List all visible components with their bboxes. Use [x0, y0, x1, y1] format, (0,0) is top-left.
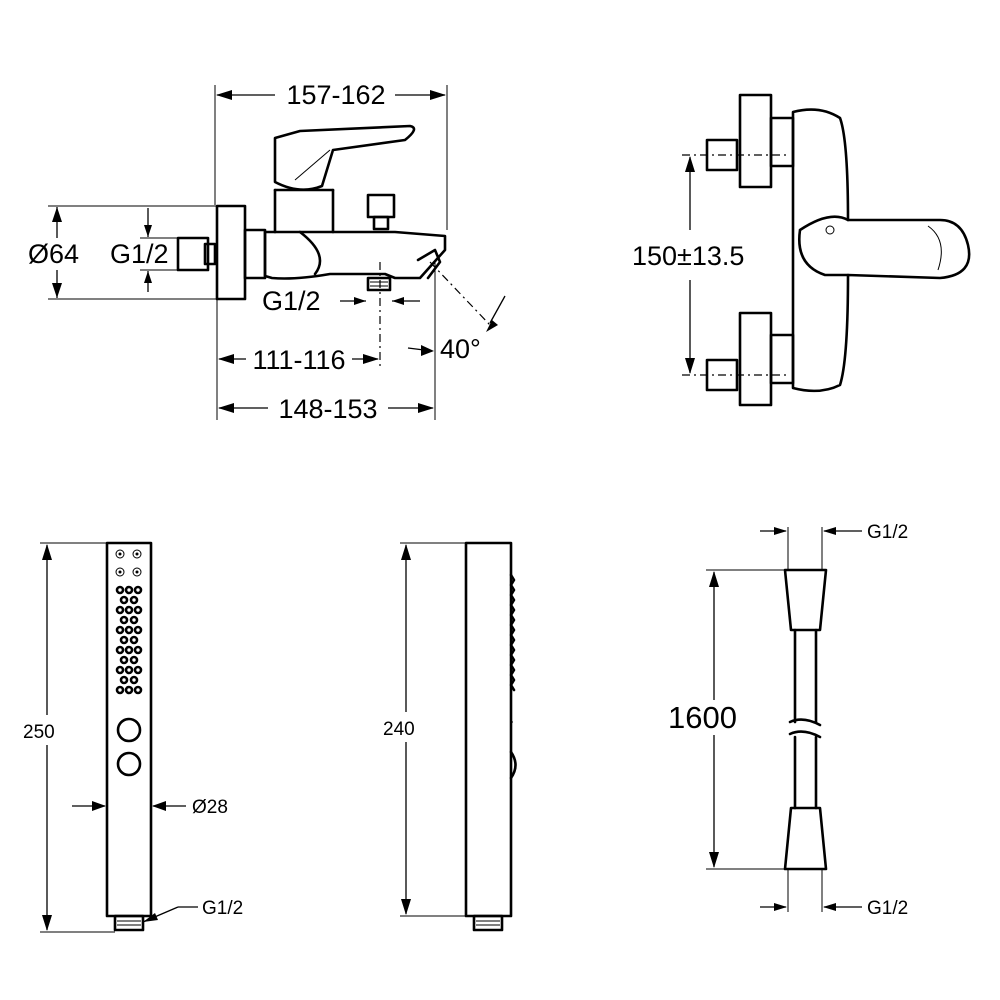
- dim-outlet-offset: 111-116: [216, 300, 379, 420]
- dim-spout-depth: 148-153: [218, 262, 436, 424]
- dim-width-total: 157-162: [214, 80, 448, 230]
- dim-handshower-length: 250: [23, 542, 115, 933]
- handshower-front-drawing: [105, 541, 153, 932]
- handshower-length-label: 250: [23, 722, 55, 743]
- dim-outlet-thread: G1/2: [262, 262, 420, 370]
- centers-label: 150±13.5: [632, 241, 744, 271]
- handshower-thread-label: G1/2: [202, 898, 243, 919]
- hose-view: G1/2 1600: [668, 522, 908, 919]
- side-length-label: 240: [383, 719, 415, 740]
- handshower-diameter-label: Ø28: [192, 797, 228, 818]
- spout-angle-label: 40°: [440, 334, 481, 364]
- spout-depth-label: 148-153: [278, 394, 377, 424]
- dim-inlet-diameter: Ø64: [28, 205, 230, 300]
- hose-drawing: [783, 568, 828, 871]
- dim-hose-thread-top: G1/2: [760, 522, 908, 570]
- dim-hose-length: 1600: [668, 569, 790, 870]
- handshower-side-view: 240: [383, 541, 517, 932]
- spray-button-lower: [116, 751, 142, 777]
- nozzle-field: [115, 585, 143, 695]
- dim-handshower-diameter: Ø28: [72, 797, 228, 818]
- front-view: 157-162 Ø64 G1/2: [28, 80, 506, 424]
- mixer-front-drawing: [176, 124, 447, 301]
- inlet-diameter-label: Ø64: [28, 239, 79, 269]
- outlet-thread-label: G1/2: [262, 286, 321, 316]
- hose-length-label: 1600: [668, 700, 737, 735]
- spray-button-upper: [116, 717, 142, 743]
- top-view: 150±13.5: [632, 93, 971, 407]
- dim-side-length: 240: [383, 542, 466, 917]
- mixer-top-drawing: [705, 93, 971, 407]
- dim-inlet-thread: G1/2: [110, 208, 205, 292]
- width-total-label: 157-162: [286, 80, 385, 110]
- inlet-thread-label: G1/2: [110, 239, 169, 269]
- dim-spout-angle: 40°: [407, 261, 506, 364]
- handshower-side-drawing: [464, 541, 517, 932]
- outlet-offset-label: 111-116: [252, 345, 345, 375]
- handshower-front-view: 250: [23, 541, 243, 933]
- hose-thread-top-label: G1/2: [867, 522, 908, 543]
- dim-hose-thread-bottom: G1/2: [760, 869, 908, 919]
- dim-handshower-thread: G1/2: [142, 898, 243, 923]
- hose-thread-bottom-label: G1/2: [867, 898, 908, 919]
